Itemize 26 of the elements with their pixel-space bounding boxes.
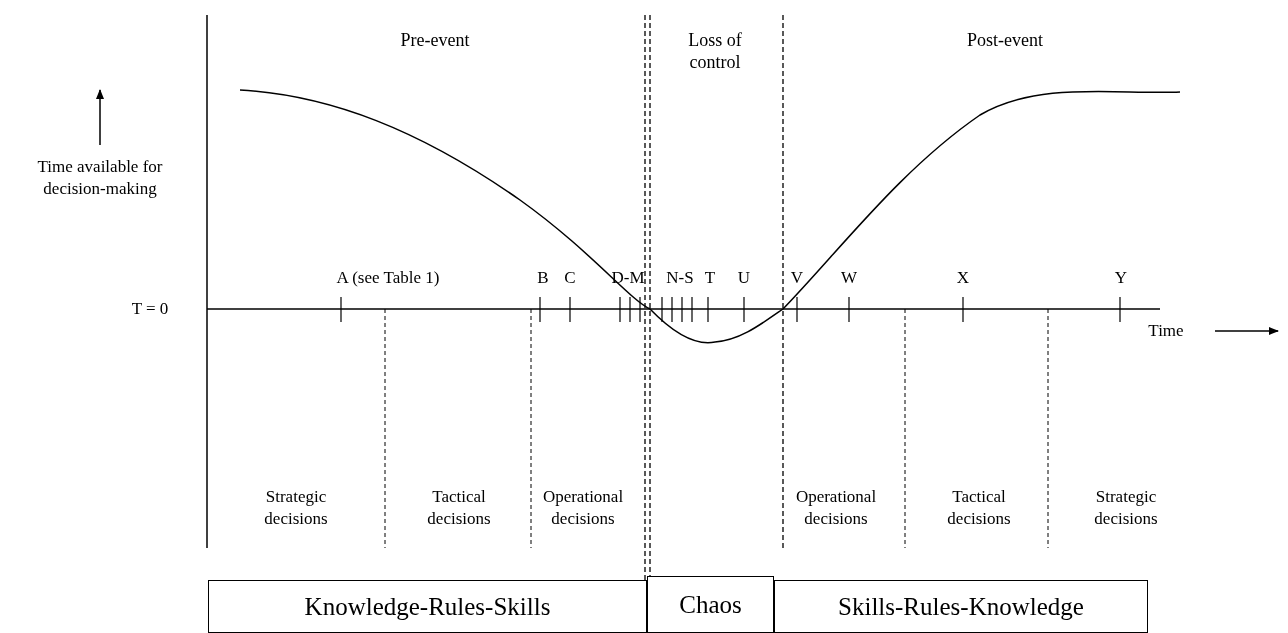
decision-label: Strategic decisions xyxy=(1093,486,1159,530)
point-label: X xyxy=(956,267,970,289)
point-label: B xyxy=(537,267,549,289)
point-label: V xyxy=(790,267,804,289)
phase-label: Loss of control xyxy=(687,29,743,73)
stage-box: Knowledge-Rules-Skills xyxy=(208,580,647,633)
point-label: T xyxy=(704,267,716,289)
phase-label: Post-event xyxy=(967,29,1043,51)
point-label: D-M xyxy=(611,267,645,289)
stage-box: Skills-Rules-Knowledge xyxy=(774,580,1148,633)
decision-label: Tactical decisions xyxy=(946,486,1012,530)
point-label: N-S xyxy=(666,267,694,289)
point-label: Y xyxy=(1114,267,1128,289)
point-label: W xyxy=(841,267,857,289)
stage-box: Chaos xyxy=(647,576,774,633)
decision-label: Operational decisions xyxy=(794,486,878,530)
axis-label: T = 0 xyxy=(131,298,169,320)
point-label: A (see Table 1) xyxy=(336,267,440,289)
phase-label: Pre-event xyxy=(400,29,470,51)
axis-label: Time xyxy=(1148,320,1184,342)
decision-label: Operational decisions xyxy=(541,486,625,530)
decision-label: Strategic decisions xyxy=(263,486,329,530)
point-label: C xyxy=(564,267,576,289)
axis-label: Time available for decision-making xyxy=(36,156,164,200)
point-label: U xyxy=(737,267,751,289)
decision-label: Tactical decisions xyxy=(426,486,492,530)
